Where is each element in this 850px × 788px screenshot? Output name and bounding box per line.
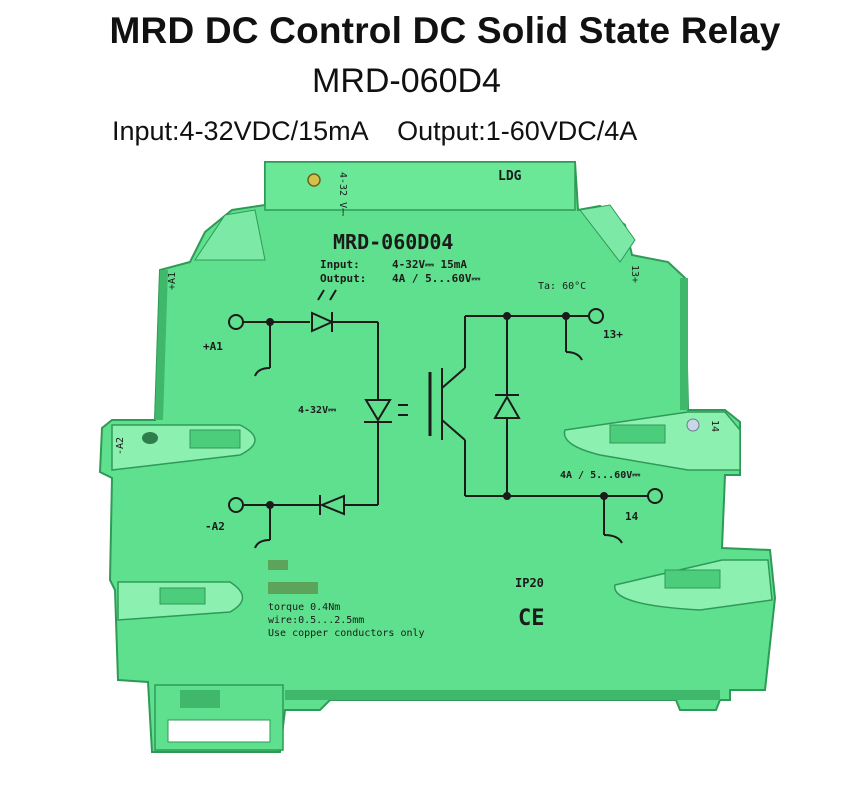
input-value: 4-32V⎓ 15mA (392, 258, 467, 271)
output-value: 4A / 5...60V⎓ (392, 272, 480, 285)
output-rating-mark: 4A / 5...60V⎓ (560, 470, 640, 481)
right-side-shadow (680, 278, 688, 410)
output-label: Output: (320, 272, 366, 285)
ce-mark: CE (518, 606, 545, 631)
terminal-a2: -A2 (205, 520, 225, 533)
clamp-top-right (579, 204, 636, 263)
side-label-a2: -A2 (115, 437, 126, 455)
din-rail-foot (154, 684, 284, 751)
temperature-rating: Ta: 60°C (538, 281, 586, 292)
top-voltage: 4-32 V⎓ (337, 172, 348, 216)
terminal-14: 14 (625, 510, 639, 523)
bottom-ridge (285, 690, 720, 700)
top-led (307, 173, 321, 187)
input-voltage-mark: 4-32V⎓ (298, 405, 336, 416)
clamp-right-lower (614, 559, 773, 611)
copper-notice: Use copper conductors only (268, 628, 425, 639)
clamp-left-upper (111, 424, 256, 471)
circuit-diagram (228, 289, 663, 549)
terminal-13: 13+ (603, 328, 623, 341)
ip-rating: IP20 (515, 576, 544, 590)
model-number: MRD-060D4 (312, 62, 501, 100)
worn-marking (268, 560, 318, 594)
side-label-13: 13+ (629, 265, 640, 283)
input-label: Input: (320, 258, 360, 271)
top-logo: LDG (498, 169, 522, 184)
spec-line: Input:4-32VDC/15mA Output:1-60VDC/4A (112, 116, 638, 146)
device-model-label: MRD-060D04 (333, 230, 453, 254)
clamp-left-lower (117, 581, 244, 621)
torque-spec: torque 0.4Nm (268, 602, 340, 613)
wire-spec: wire:0.5...2.5mm (268, 615, 364, 626)
product-title: MRD DC Control DC Solid State Relay (109, 10, 781, 51)
side-label-14: 14 (709, 420, 720, 432)
terminal-a1: +A1 (203, 340, 223, 353)
left-side-shadow (155, 270, 168, 420)
clamp-right-upper (563, 411, 741, 471)
side-label-a1: +A1 (167, 272, 178, 290)
clamp-top-left (194, 209, 266, 261)
